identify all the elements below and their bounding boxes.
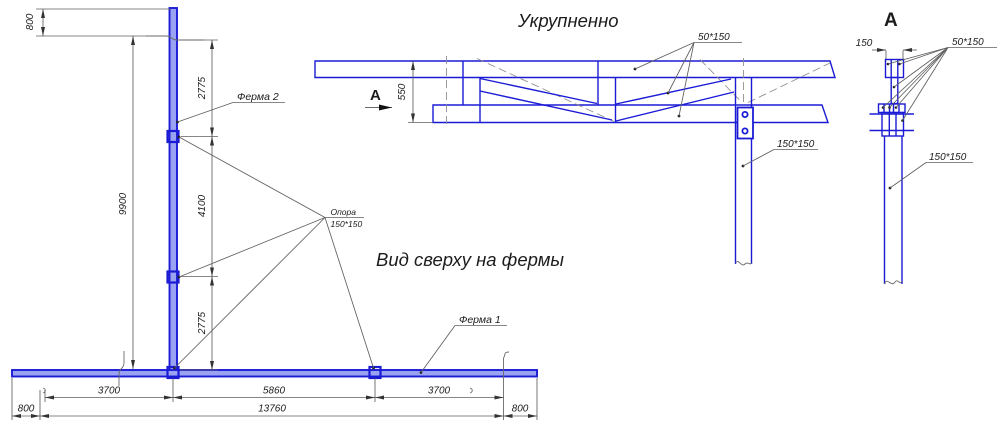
break-marks — [42, 35, 510, 420]
section-geometry — [869, 58, 914, 285]
plan-horizontal-dimensions-row1: 3700 5860 3700 — [44, 378, 504, 402]
top-chord — [314, 60, 836, 79]
detail-chord-callout: 50*150 — [633, 32, 742, 118]
detail-chord-size-label: 50*150 — [698, 32, 730, 43]
bolt-hole — [741, 111, 749, 119]
support-size-label: 150*150 — [331, 219, 363, 229]
section-chord-size-label: 50*150 — [952, 37, 984, 48]
plan-horizontal-dimensions-row2: 800 13760 800 — [11, 378, 538, 420]
dim-2775-upper: 2775 — [197, 76, 208, 100]
detail-550-dimension: 550 — [397, 61, 433, 123]
truss2-callout: Ферма 2 — [176, 91, 285, 124]
web-members — [462, 61, 735, 122]
detail-column — [734, 77, 754, 266]
dim-800-left: 800 — [18, 404, 35, 415]
support-label: Опора — [331, 207, 357, 217]
truss1-callout: Ферма 1 — [419, 314, 507, 374]
detail-column-size-label: 150*150 — [777, 139, 815, 150]
support-squares — [166, 129, 382, 380]
dim-800-right: 800 — [512, 404, 529, 415]
support-callout: Опора 150*150 — [173, 135, 375, 370]
truss1-label: Ферма 1 — [459, 314, 501, 326]
bottom-chord — [432, 104, 829, 124]
section-view: А 150 — [856, 10, 997, 285]
plan-view: 800 9900 2775 4100 2775 3700 5860 3700 — [11, 7, 564, 420]
dim-9900: 9900 — [118, 192, 129, 215]
detail-column-callout: 150*150 — [741, 139, 818, 168]
bolt-hole — [741, 127, 749, 135]
section-column-size-label: 150*150 — [929, 152, 967, 163]
dim-550: 550 — [397, 83, 408, 100]
section-mark: А — [365, 87, 392, 111]
dim-13760: 13760 — [258, 404, 286, 415]
dim-3700-right: 3700 — [428, 386, 451, 397]
truss2-member — [168, 7, 178, 377]
truss2-label: Ферма 2 — [237, 91, 279, 103]
section-column-callout: 150*150 — [888, 152, 973, 190]
dim-3700-left: 3700 — [98, 386, 121, 397]
dim-800-top: 800 — [25, 13, 36, 30]
section-mark-letter: А — [370, 87, 381, 104]
plan-vertical-dimensions: 800 9900 2775 4100 2775 — [25, 8, 218, 371]
plan-view-title: Вид сверху на фермы — [376, 249, 564, 270]
bolt-plate — [736, 106, 754, 140]
dim-5860: 5860 — [263, 386, 286, 397]
truss1-member — [11, 369, 538, 378]
dim-4100: 4100 — [197, 194, 208, 217]
detail-title: Укрупненно — [517, 10, 619, 31]
dim-2775-lower: 2775 — [197, 311, 208, 335]
hidden-lines — [446, 56, 831, 126]
section-title: А — [884, 10, 898, 31]
section-150-dimension: 150 — [856, 38, 917, 59]
section-chord-callout: 50*150 — [881, 37, 997, 122]
dim-150: 150 — [856, 38, 873, 49]
enlarged-detail: Укрупненно — [314, 10, 836, 266]
